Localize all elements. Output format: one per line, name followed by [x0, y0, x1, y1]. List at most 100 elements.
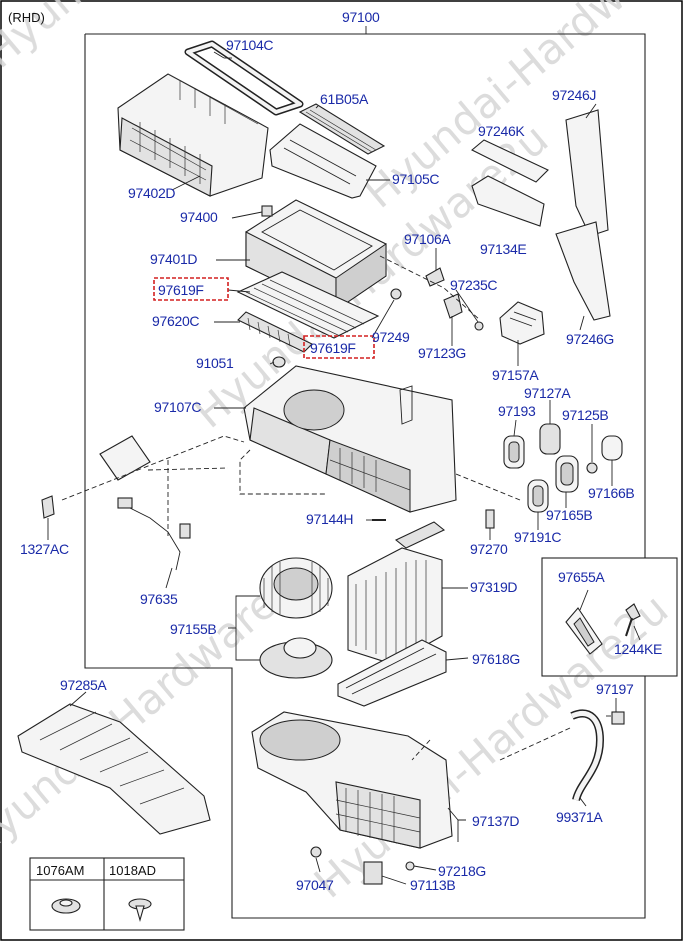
fastener-legend: 1076AM 1018AD	[29, 857, 185, 931]
label-97619F-a: 97619F	[158, 282, 204, 298]
part-labels: 97100 97104C 61B05A 97402D 97105C 97400 …	[20, 9, 662, 893]
part-97137D-lower-case	[251, 711, 453, 849]
part-97134E-foam-block	[471, 175, 545, 227]
part-97047-clip	[310, 846, 322, 858]
part-97123G-link	[443, 293, 463, 319]
part-97249-fastener	[390, 288, 402, 300]
label-97127A: 97127A	[524, 385, 571, 401]
bolt-subassembly-box	[541, 557, 678, 677]
label-97400: 97400	[180, 209, 218, 225]
part-97218G-screw	[405, 861, 415, 871]
part-97104C-seal	[184, 40, 304, 116]
label-97246K: 97246K	[478, 123, 525, 139]
label-97107C: 97107C	[154, 399, 201, 415]
label-97197: 97197	[596, 681, 634, 697]
label-97618G: 97618G	[472, 651, 520, 667]
label-97113B: 97113B	[410, 877, 455, 893]
label-97125B: 97125B	[562, 407, 608, 423]
label-91051: 91051	[196, 355, 234, 371]
highlight-box-97619F-b	[303, 335, 375, 359]
part-97400-clip	[261, 205, 273, 217]
label-61B05A: 61B05A	[320, 91, 369, 107]
part-97246K-foam-strip	[471, 139, 549, 183]
label-97319D: 97319D	[470, 579, 517, 595]
highlight-box-97619F-a	[153, 277, 229, 301]
screw-clip-icon	[128, 898, 152, 923]
part-97197-clip	[611, 711, 625, 725]
part-97246G-foam-pad	[555, 221, 611, 321]
part-97166B-seal	[601, 435, 623, 461]
label-97619F-b: 97619F	[310, 340, 356, 356]
label-97157A: 97157A	[492, 367, 539, 383]
part-91051-clip	[272, 356, 286, 368]
label-97285A: 97285A	[60, 677, 107, 693]
part-1244KE-bolt	[625, 603, 641, 637]
label-97137D: 97137D	[472, 813, 519, 829]
part-97127A-seal	[539, 423, 561, 455]
label-1327AC: 1327AC	[20, 541, 69, 557]
part-97619F-filter	[236, 271, 380, 339]
label-97123G: 97123G	[418, 345, 466, 361]
legend-col2-code: 1018AD	[109, 863, 156, 878]
label-97166B: 97166B	[588, 485, 634, 501]
part-97105C-cover	[269, 123, 377, 199]
label-97105C: 97105C	[392, 171, 439, 187]
part-97125B-ring	[586, 462, 598, 474]
label-97104C: 97104C	[226, 37, 273, 53]
label-97270: 97270	[470, 541, 508, 557]
part-97402D-intake-housing	[117, 73, 269, 197]
label-97401D: 97401D	[150, 251, 197, 267]
legend-col1-code: 1076AM	[36, 863, 84, 878]
part-97655A-grommet	[565, 607, 603, 655]
part-99371A-drain-hose	[570, 709, 605, 802]
grommet-icon	[51, 898, 81, 914]
part-97193-seal	[503, 435, 525, 469]
assembly-frame-left	[84, 34, 646, 919]
part-97191C-seal	[527, 479, 549, 513]
part-97107C-hvac-case	[243, 365, 457, 513]
label-97235C: 97235C	[450, 277, 497, 293]
part-97157A-actuator	[499, 301, 545, 345]
part-97165B-seal	[555, 455, 579, 493]
label-97246G: 97246G	[566, 331, 614, 347]
part-61B05A-filter-strip	[298, 103, 386, 155]
label-97047: 97047	[296, 877, 334, 893]
part-97620C-cover-plate	[237, 311, 313, 353]
part-97270-bolt	[485, 509, 495, 529]
part-97618G-drain-tray	[337, 639, 447, 707]
part-97155B-blower-wheel	[259, 557, 333, 619]
label-97402D: 97402D	[128, 185, 175, 201]
part-97635-wiring-harness	[117, 497, 191, 571]
label-97100: 97100	[342, 9, 380, 25]
label-97134E: 97134E	[480, 241, 526, 257]
label-97218G: 97218G	[438, 863, 486, 879]
label-97106A: 97106A	[404, 231, 451, 247]
label-97635: 97635	[140, 591, 178, 607]
part-97235C-pin	[474, 321, 484, 331]
part-97106A-lever	[425, 267, 445, 287]
label-97246J: 97246J	[552, 87, 596, 103]
part-97246J-foam-pad	[565, 109, 609, 237]
label-97620C: 97620C	[152, 313, 199, 329]
part-97319D-evaporator	[347, 521, 446, 665]
variant-label: (RHD)	[8, 10, 45, 25]
label-1244KE: 1244KE	[614, 641, 662, 657]
label-97191C: 97191C	[514, 529, 561, 545]
part-97285A-under-cover	[17, 703, 211, 835]
assembly-frame-top	[85, 33, 646, 558]
watermark-text-1: Hyundai-Hardware2u	[0, 0, 347, 78]
label-97193: 97193	[498, 403, 536, 419]
label-97165B: 97165B	[546, 507, 592, 523]
label-97249: 97249	[372, 329, 410, 345]
label-97155B: 97155B	[170, 621, 216, 637]
part-97113B-resistor	[363, 861, 383, 885]
part-blower-motor	[259, 637, 333, 679]
label-97655A: 97655A	[558, 569, 605, 585]
part-bracket-left	[99, 435, 151, 481]
label-99371A: 99371A	[556, 809, 603, 825]
leader-lines	[47, 51, 641, 885]
part-1327AC-screw	[41, 495, 55, 519]
label-97144H: 97144H	[306, 511, 353, 527]
